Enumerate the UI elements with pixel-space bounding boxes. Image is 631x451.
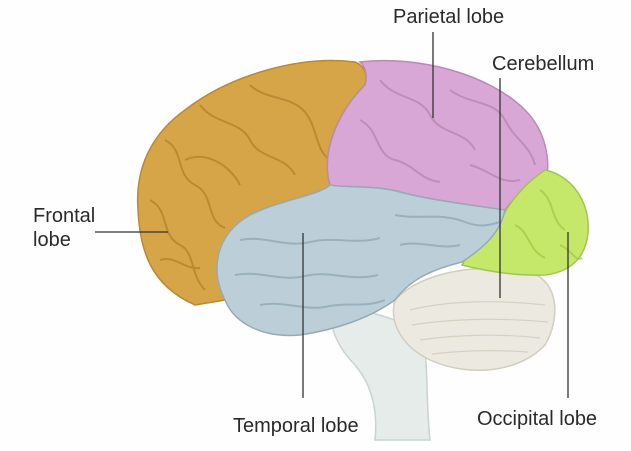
frontal-folds bbox=[149, 84, 331, 291]
occipital-folds bbox=[514, 189, 583, 260]
cerebellum-folds bbox=[409, 301, 549, 355]
leader-lines bbox=[95, 32, 569, 398]
parietal-lobe-label: Parietal lobe bbox=[393, 6, 505, 28]
frontal-lobe-label: Frontal lobe bbox=[33, 205, 96, 251]
cerebellum-label: Cerebellum bbox=[492, 53, 595, 75]
occipital-lobe-label: Occipital lobe bbox=[477, 408, 598, 430]
parietal-folds bbox=[359, 79, 536, 183]
temporal-lobe-region bbox=[216, 184, 506, 337]
temporal-folds bbox=[234, 214, 501, 309]
temporal-lobe-label: Temporal lobe bbox=[233, 415, 359, 437]
